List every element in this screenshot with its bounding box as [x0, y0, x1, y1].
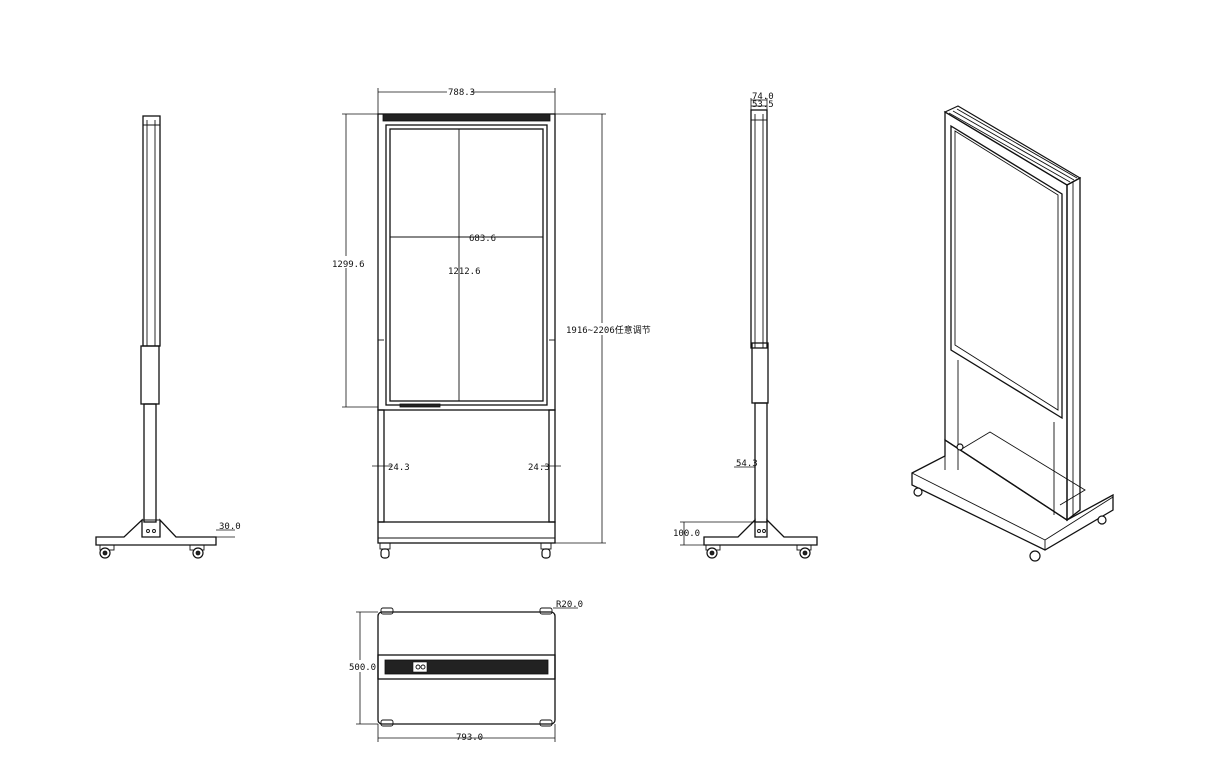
- adjustable-height-label: 1916~2206任意调节: [566, 324, 651, 336]
- inner-depth-label: 53.5: [752, 100, 774, 110]
- corner-radius-label: R20.0: [556, 600, 583, 610]
- right-side-view: 74.0 53.5 54.3 100.0: [673, 92, 818, 559]
- top-depth-dimension-label: 500.0: [349, 663, 376, 673]
- base-height-label: 30.0: [219, 522, 241, 532]
- front-view: 788.3 1299.6 683.6 1212.6 1916~2206任意调节 …: [330, 85, 651, 559]
- post-right-label: 24.3: [528, 463, 550, 473]
- post-left-label: 24.3: [388, 463, 410, 473]
- screen-height-label: 1212.6: [448, 267, 481, 277]
- left-side-view: 30.0: [95, 115, 241, 559]
- base-clearance-label: 100.0: [673, 529, 700, 539]
- isometric-view: [911, 105, 1114, 562]
- screen-width-label: 683.6: [469, 234, 496, 244]
- top-width-label: 793.0: [456, 733, 483, 743]
- display-height-label: 1299.6: [332, 260, 365, 270]
- post-depth-label: 54.3: [736, 459, 758, 469]
- top-depth-label: 74.0: [752, 92, 774, 102]
- top-view: R20.0 500.0 793.0: [347, 600, 583, 743]
- overall-width-label: 788.3: [448, 88, 475, 98]
